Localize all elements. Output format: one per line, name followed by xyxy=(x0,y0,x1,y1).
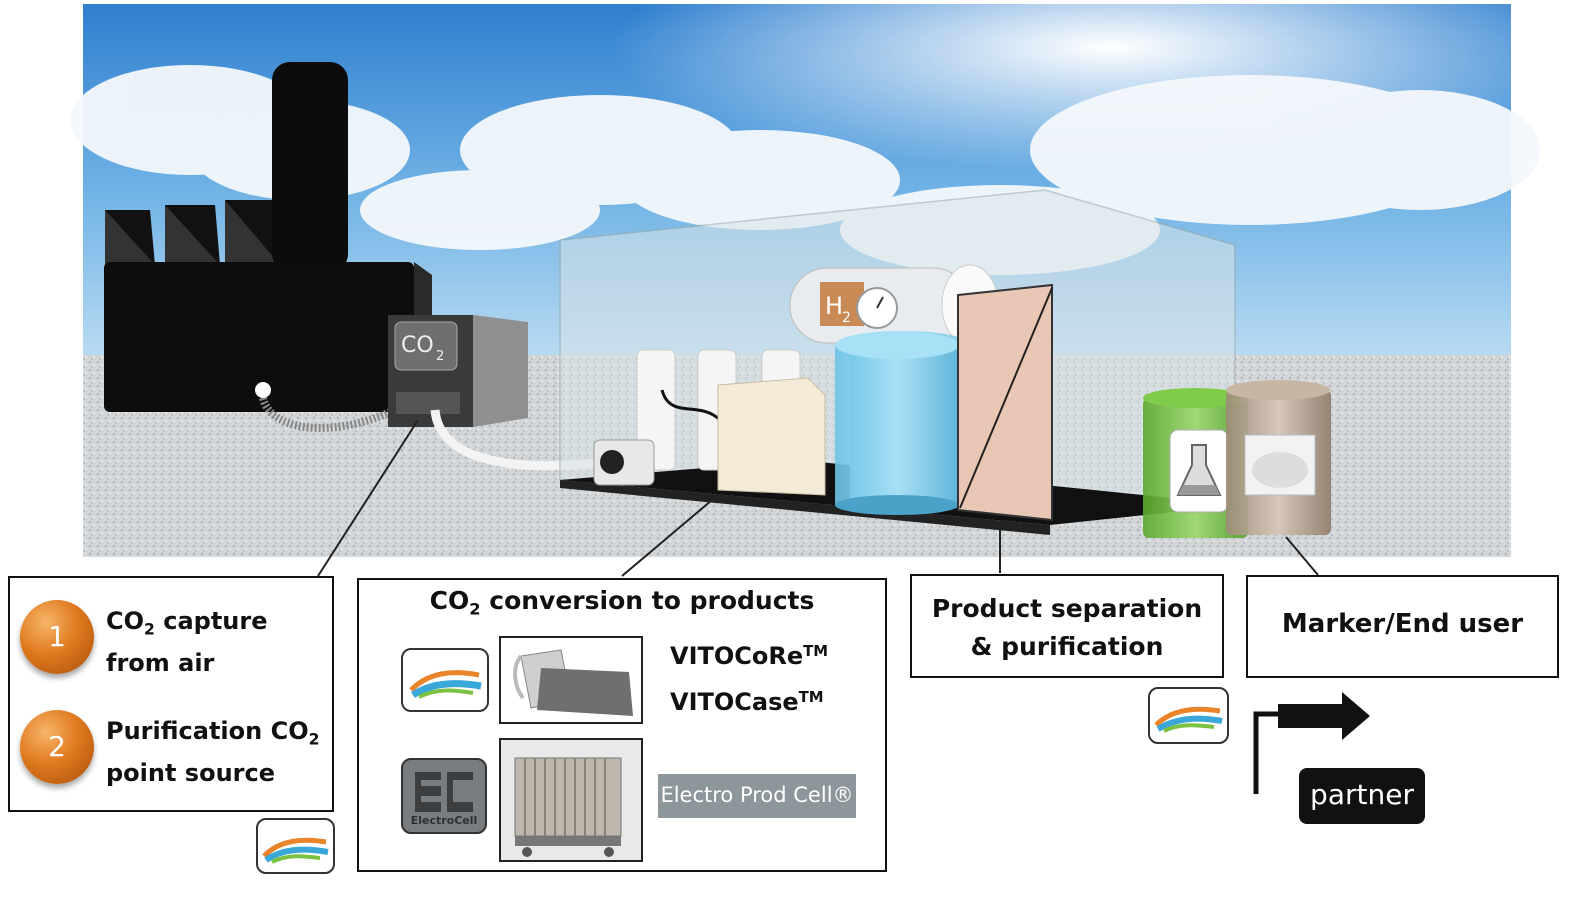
partner-arrow xyxy=(1253,692,1370,794)
capture-box: 1 CO2 capture from air 2 Purification CO… xyxy=(8,576,334,812)
enduser-box: Marker/End user xyxy=(1246,575,1559,678)
partner-badge: partner xyxy=(1299,768,1425,824)
factory-icon xyxy=(104,62,432,412)
vito-logo-3 xyxy=(1148,687,1229,744)
conversion-box: CO2 conversion to products VITOCoReTM VI… xyxy=(357,578,887,872)
vito-logo-1 xyxy=(256,818,335,874)
step-2-label: Purification CO2 point source xyxy=(106,717,320,788)
vitocase-label: VITOCaseTM xyxy=(670,688,824,717)
separation-membrane xyxy=(957,283,1053,522)
electro-prod-cell-badge: Electro Prod Cell® xyxy=(658,774,856,818)
svg-text:2: 2 xyxy=(842,310,851,326)
barrel-green xyxy=(1143,388,1248,538)
co2-capture-unit: CO 2 xyxy=(388,315,528,427)
electrocell-logo-text: ElectroCell xyxy=(410,814,478,827)
svg-text:2: 2 xyxy=(436,349,444,364)
vitocore-label: VITOCoReTM xyxy=(670,642,829,671)
blue-tank xyxy=(835,331,970,515)
enduser-title: Marker/End user xyxy=(1281,609,1524,639)
step-2-badge: 2 xyxy=(20,710,94,784)
vito-logo-2 xyxy=(401,648,489,712)
electrolyser xyxy=(717,377,826,496)
step-1-badge: 1 xyxy=(20,600,94,674)
co2-tank-label: CO xyxy=(401,333,434,358)
barrel-brown xyxy=(1226,380,1331,535)
separation-title: Product separation& purification xyxy=(931,594,1203,661)
conversion-title: CO2 conversion to products xyxy=(429,586,815,619)
svg-text:H: H xyxy=(825,292,843,320)
connector-lines xyxy=(317,419,1319,577)
separation-box: Product separation& purification xyxy=(910,574,1224,678)
step-1-label: CO2 capture from air xyxy=(106,607,268,678)
electrocell-logo: ElectroCell xyxy=(401,758,487,834)
vitocore-photo xyxy=(499,636,643,724)
electrocell-photo xyxy=(499,738,643,862)
